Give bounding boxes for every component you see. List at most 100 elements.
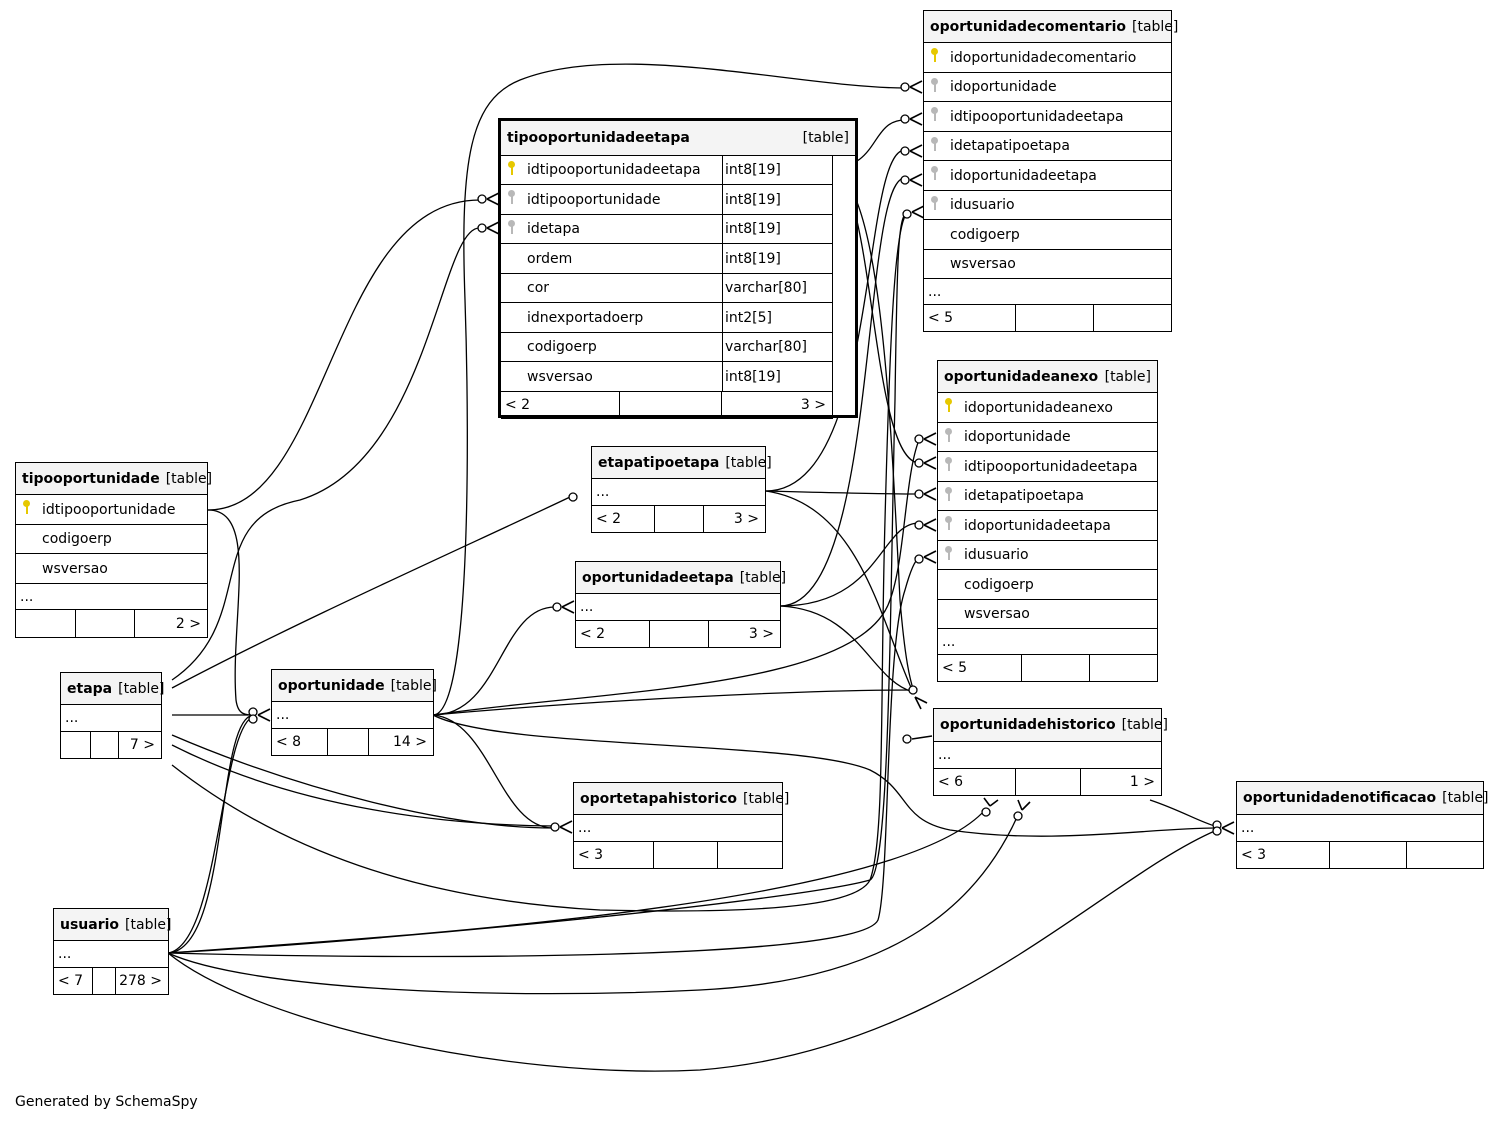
relation-line [779,605,914,693]
children-link[interactable]: 3 > [733,511,759,527]
table-header: oportetapahistorico [table] [574,783,789,815]
table-footer: < 3 [574,842,782,868]
children-link[interactable]: 14 > [393,734,427,750]
parents-link[interactable]: < 5 [928,310,954,326]
column-row: idusuario [924,191,1171,220]
table-footer: < 5 [924,305,1171,331]
foreign-key-icon [931,166,939,181]
table-kind: [table] [1104,368,1151,385]
children-link[interactable] [1094,305,1171,331]
children-link[interactable]: 1 > [1129,774,1155,790]
table-name: tipooportunidade [22,470,160,487]
table-tipooportunidade[interactable]: tipooportunidade [table] idtipooportunid… [15,462,212,638]
column-name: codigoerp [42,531,112,547]
table-kind: [table] [725,454,772,471]
column-name: codigoerp [950,226,1020,243]
relation-line [167,714,254,954]
relation-endpoint [908,685,918,695]
column-name: idoportunidadeanexo [964,399,1113,416]
column-name: idetapa [527,221,580,237]
table-header: etapa [table] [61,673,165,705]
table-name: oportunidadeetapa [582,569,734,586]
column-row: idetapatipoetapa [924,132,1171,161]
column-name: idoportunidadecomentario [950,49,1137,66]
relation-endpoint [914,554,924,564]
children-link[interactable] [1090,655,1157,681]
column-type: int8[19] [722,185,832,214]
children-link[interactable]: 3 > [800,397,826,413]
parents-link[interactable]: < 6 [938,774,964,790]
relation-endpoint [900,175,910,185]
table-header: tipooportunidade [table] [16,463,212,495]
column-row: codigoerp [16,525,207,554]
parents-link[interactable]: < 3 [578,847,604,863]
column-name: idtipooportunidadeetapa [527,162,701,178]
relation-endpoint [552,602,562,612]
foreign-key-icon [508,190,516,205]
table-oportunidadehistorico[interactable]: oportunidadehistorico [table] ... < 6 1 … [933,708,1168,796]
table-etapa[interactable]: etapa [table] ... 7 > [60,672,165,759]
table-header: oportunidadeanexo [table] [938,361,1157,393]
table-oportunidadeanexo[interactable]: oportunidadeanexo [table] idoportunidade… [937,360,1158,682]
table-usuario[interactable]: usuario [table] ... < 7 278 > [53,908,172,995]
children-link[interactable]: 7 > [129,737,155,753]
table-footer: 2 > [16,610,207,637]
children-link[interactable]: 278 > [119,973,162,989]
table-name: usuario [60,916,120,933]
column-row: idoportunidadeanexo [938,393,1157,423]
table-footer: < 7 278 > [54,968,168,994]
table-oportunidadeetapa[interactable]: oportunidadeetapa [table] ... < 2 3 > [575,561,786,648]
table-name: oportunidade [278,677,385,694]
table-name: etapatipoetapa [598,454,720,471]
parents-link[interactable]: < 2 [580,626,606,642]
generator-credit: Generated by SchemaSpy [15,1094,198,1110]
parents-link[interactable]: < 2 [596,511,622,527]
foreign-key-icon [931,107,939,122]
table-kind: [table] [125,916,172,933]
parents-link[interactable] [61,732,90,758]
table-header: usuario [table] [54,909,172,941]
table-tipooportunidadeetapa[interactable]: tipooportunidadeetapa [table] idtipoopor… [498,118,858,419]
relation-endpoint [914,489,924,499]
more-columns: ... [54,941,168,968]
parents-link[interactable]: < 3 [1241,847,1267,863]
foreign-key-icon [945,545,953,561]
parents-link[interactable] [16,610,75,637]
table-header: oportunidadeetapa [table] [576,562,786,594]
relation-line [432,606,556,716]
more-columns: ... [61,705,161,732]
table-oportunidade[interactable]: oportunidade [table] ... < 8 14 > [271,669,437,756]
column-name: idoportunidadeetapa [950,167,1097,184]
relation-line [765,490,920,495]
more-columns: ... [574,815,782,842]
table-oportetapahistorico[interactable]: oportetapahistorico [table] ... < 3 [573,782,789,869]
table-name: tipooportunidadeetapa [507,130,690,146]
table-oportunidadenotificacao[interactable]: oportunidadenotificacao [table] ... < 3 [1236,781,1489,869]
column-row: codigoerp [924,220,1171,250]
foreign-key-icon [945,457,953,472]
parents-link[interactable]: < 8 [276,734,302,750]
column-type: int8[19] [722,362,832,391]
table-etapatipoetapa[interactable]: etapatipoetapa [table] ... < 2 3 > [591,446,772,533]
children-link[interactable] [1407,842,1483,868]
column-name: codigoerp [527,339,597,355]
table-header: etapatipoetapa [table] [592,447,772,479]
children-link[interactable] [718,842,782,868]
parents-link[interactable]: < 5 [942,660,968,676]
children-link[interactable]: 2 > [175,615,201,632]
parents-link[interactable]: < 2 [505,397,531,413]
crowfoot-marker [909,144,923,158]
foreign-key-icon [945,516,953,531]
table-oportunidadecomentario[interactable]: oportunidadecomentario [table] idoportun… [923,10,1178,332]
children-link[interactable]: 3 > [748,626,774,642]
more-columns: ... [938,629,1157,655]
table-kind: [table] [390,677,437,694]
column-name: idusuario [964,547,1029,563]
relation-endpoint [914,458,924,468]
crowfoot-marker [923,550,937,564]
relation-endpoint [914,434,924,444]
parents-link[interactable]: < 7 [58,973,84,989]
